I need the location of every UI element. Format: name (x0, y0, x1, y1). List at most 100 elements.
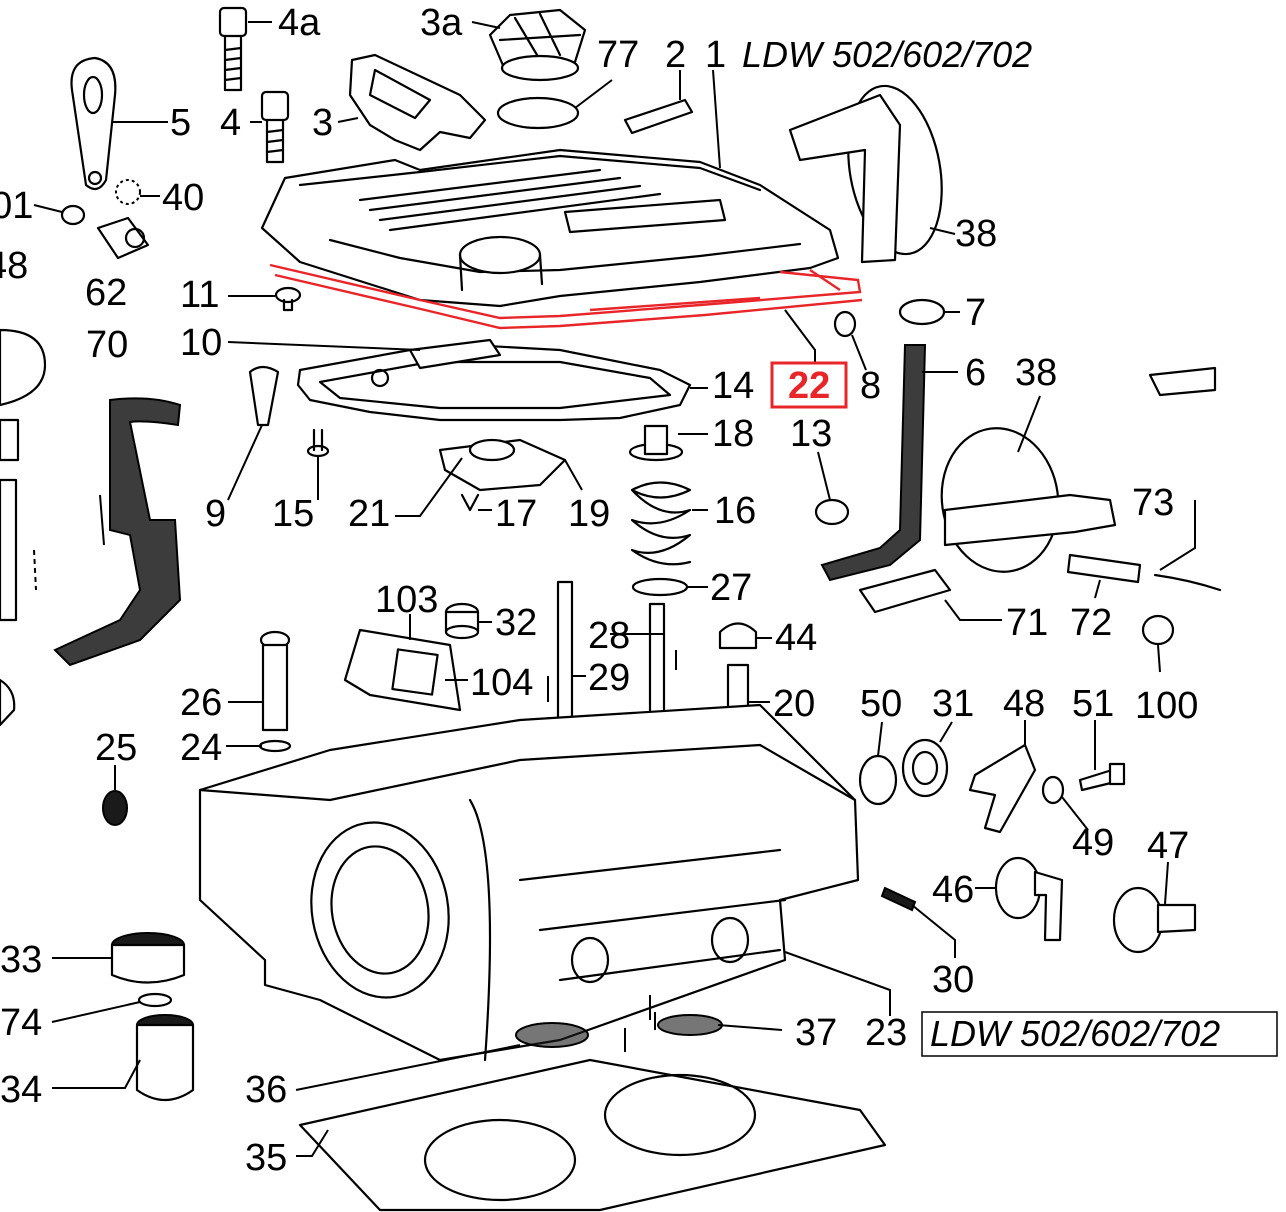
label-49: 49 (1072, 822, 1114, 864)
label-44: 44 (775, 617, 817, 659)
label-38-top: 38 (955, 213, 997, 255)
leader-lines (33, 21, 1196, 1157)
lifting-eye (70, 56, 117, 191)
plug-31 (901, 738, 949, 798)
washer-49 (1041, 775, 1065, 805)
washer-24 (258, 739, 292, 753)
label-50: 50 (860, 683, 902, 725)
label-5: 5 (170, 102, 191, 144)
breather-pipe-38-top (788, 84, 943, 264)
label-19: 19 (568, 493, 610, 535)
screw-9 (248, 365, 280, 427)
clamp-13 (814, 498, 850, 526)
screw-15 (306, 428, 330, 458)
pin (623, 98, 694, 135)
bolt-51 (1078, 762, 1126, 792)
label-33: 33 (0, 939, 42, 981)
o-ring (496, 96, 580, 130)
left-edge-part (0, 328, 47, 727)
label-77: 77 (597, 34, 639, 76)
valve-cap (718, 622, 758, 650)
label-11: 11 (180, 274, 219, 316)
label-24: 24 (180, 727, 222, 769)
hose-72 (1066, 553, 1142, 584)
label-29: 29 (588, 657, 630, 699)
label-31: 31 (932, 683, 974, 725)
tappet-33 (110, 932, 186, 984)
label-20: 20 (773, 683, 815, 725)
intake-gasket (343, 628, 462, 712)
cylinder-head (198, 703, 860, 1062)
bolt-26 (259, 630, 291, 732)
label-73: 73 (1132, 482, 1174, 524)
seal-37 (657, 1014, 723, 1036)
oil-filler-cap (488, 8, 587, 82)
washer (60, 204, 86, 226)
label-9: 9 (205, 493, 226, 535)
clamp-7 (898, 298, 946, 326)
label-10: 10 (180, 322, 222, 364)
washer-40 (115, 179, 141, 205)
label-13: 13 (790, 413, 832, 455)
label-21: 21 (348, 493, 390, 535)
label-34: 34 (0, 1069, 42, 1111)
label-3: 3 (312, 102, 333, 144)
nut-25 (102, 790, 128, 826)
label-48: 48 (1003, 683, 1045, 725)
label-27: 27 (710, 567, 752, 609)
label-72: 72 (1070, 602, 1112, 644)
label-32: 32 (495, 602, 537, 644)
label-74: 74 (0, 1002, 42, 1044)
label-18: 18 (712, 413, 754, 455)
label-7: 7 (965, 292, 986, 334)
label-48-top: 48 (0, 245, 28, 287)
label-25: 25 (95, 727, 137, 769)
ring-74 (137, 992, 173, 1008)
label-16: 16 (714, 490, 756, 532)
label-17: 17 (495, 493, 537, 535)
label-6: 6 (965, 352, 986, 394)
label-104: 104 (470, 662, 533, 704)
model-top: LDW 502/602/702 (742, 34, 1032, 75)
bracket-48 (968, 743, 1037, 834)
label-1: 1 (705, 34, 726, 76)
label-8: 8 (860, 365, 881, 407)
label-103: 103 (375, 579, 438, 621)
gasket-highlighted (269, 263, 863, 330)
model-bottom-box (921, 1011, 1278, 1057)
label-30: 30 (932, 959, 974, 1001)
bolt-4 (260, 90, 290, 164)
label-3a: 3a (420, 2, 463, 44)
label-15: 15 (272, 493, 314, 535)
o-ring-50 (858, 754, 898, 806)
label-14: 14 (712, 365, 754, 407)
breather-plate (296, 338, 692, 422)
label-4: 4 (220, 102, 241, 144)
label-62: 62 (85, 272, 127, 314)
label-70: 70 (86, 324, 128, 366)
label-40: 40 (162, 177, 204, 219)
highlight-label: 22 (788, 365, 830, 407)
label-35: 35 (245, 1137, 287, 1179)
label-71: 71 (1006, 602, 1048, 644)
seal-32 (444, 602, 480, 640)
label-28: 28 (588, 615, 630, 657)
spring-30 (880, 886, 917, 912)
hose-70 (53, 397, 182, 667)
label-23: 23 (865, 1012, 907, 1054)
hose-73 (1148, 366, 1217, 397)
label-47: 47 (1147, 825, 1189, 867)
seal-36 (515, 1022, 589, 1048)
label-36: 36 (245, 1069, 287, 1111)
hose-6 (820, 344, 927, 582)
head-gasket (298, 1058, 887, 1212)
stud-62 (96, 216, 150, 260)
breather-valve (438, 438, 567, 512)
label-4a: 4a (278, 2, 321, 44)
valve-spring-group (628, 424, 692, 597)
tappet-34 (135, 1014, 195, 1101)
hose-73-end (1153, 573, 1222, 592)
label-2: 2 (665, 34, 686, 76)
hose-71 (858, 568, 952, 614)
